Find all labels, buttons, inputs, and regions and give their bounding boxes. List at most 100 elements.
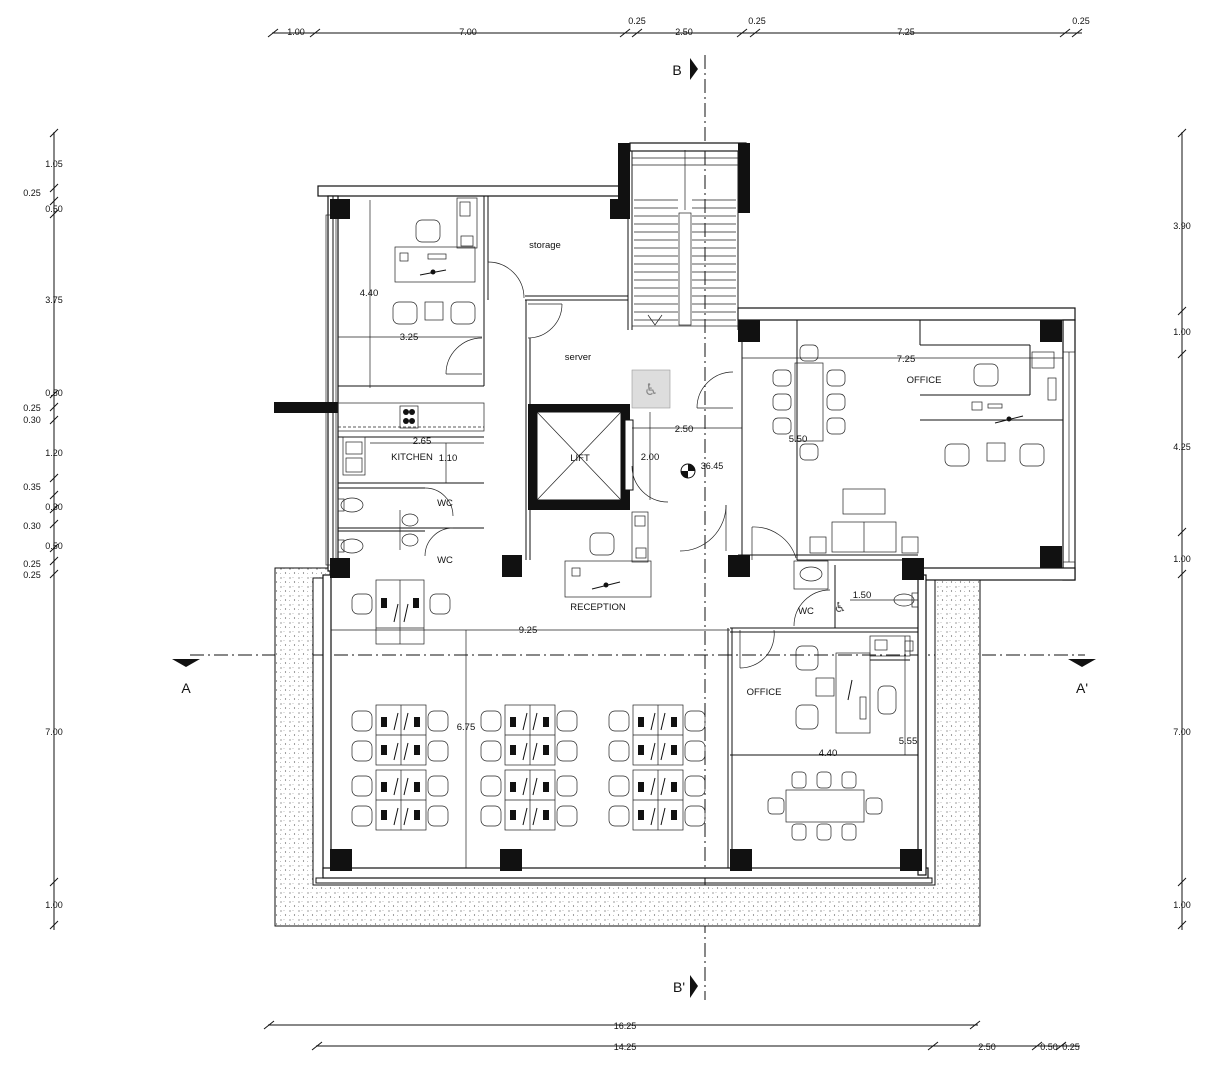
dim-top-6: 7.25 [897,27,915,37]
dim-555: 5.55 [899,736,918,747]
dim-left-16: 1.00 [45,900,63,910]
right-office-furniture [742,344,1063,554]
top-dimension-chain: 1.00 7.00 0.25 2.50 0.25 7.25 0.25 [267,16,1090,38]
office-chair [351,805,373,827]
dim-bottom-3: 0.50 [1040,1042,1058,1052]
reception-furniture [564,511,652,598]
workstation-cluster [608,704,706,766]
dim-left-15: 7.00 [45,727,63,737]
dim-left-12: 0.50 [45,541,63,551]
dim-left-11: 0.30 [23,521,41,531]
workstation-cluster [480,769,578,831]
room-label-wc-upper: WC [437,498,453,509]
workstation-cluster [351,704,449,766]
room-label-reception: RECEPTION [570,602,626,613]
office-chair [351,740,373,762]
dim-top-5: 0.25 [748,16,766,26]
workstation-cluster [351,769,449,831]
room-label-server: server [565,352,591,363]
office-chair [480,740,502,762]
kitchen-furniture [337,402,485,483]
dim-left-6: 0.25 [23,403,41,413]
left-wc-fixtures [337,487,425,554]
section-b-label: B [672,62,681,78]
dim-440-right: 4.40 [819,748,838,759]
lift-lobby-dimensions [632,412,742,500]
office-chair [608,710,630,732]
dim-left-2: 0.25 [23,188,41,198]
dim-left-8: 1.20 [45,448,63,458]
dim-110: 1.10 [439,453,458,464]
staircase [631,150,739,327]
dim-right-5: 7.00 [1173,727,1191,737]
lift: LIFT [528,404,634,510]
dim-675: 6.75 [457,722,476,733]
wheelchair-icon-wc: ♿ [834,600,847,616]
accessible-space: ♿ [631,369,671,409]
dim-325: 3.25 [400,332,419,343]
dim-top-2: 7.00 [459,27,477,37]
dim-right-1: 3.90 [1173,221,1191,231]
dim-left-14: 0.25 [23,570,41,580]
room-label-lift: LIFT [570,453,590,464]
dim-left-13: 0.25 [23,559,41,569]
office-chair [427,805,449,827]
office-chair [608,775,630,797]
accessible-wc-fixtures [793,560,919,608]
dim-top-1: 1.00 [287,27,305,37]
room-label-office-lower: OFFICE [747,687,782,698]
dim-left-1: 1.05 [45,159,63,169]
dim-top-4: 2.50 [675,27,693,37]
section-a-arrow [172,659,200,667]
office-chair [480,710,502,732]
section-b-prime-label: B' [673,979,685,995]
dim-925: 9.25 [519,625,538,636]
room-label-kitchen: KITCHEN [391,452,433,463]
dim-440-left: 4.40 [360,288,379,299]
room-label-wc-right: WC [798,606,814,617]
dim-bottom-overall: 16.25 [614,1021,637,1031]
office-chair [351,710,373,732]
section-a-label: A [181,680,191,696]
office-chair [480,805,502,827]
office-chair [608,740,630,762]
section-a-prime-arrow [1068,659,1096,667]
dim-bottom-4: 0.25 [1062,1042,1080,1052]
dim-left-4: 3.75 [45,295,63,305]
dim-top-3: 0.25 [628,16,646,26]
workspace-dimensions [331,629,730,868]
dim-right-2: 1.00 [1173,327,1191,337]
office-chair [429,593,451,615]
doors [424,261,831,669]
office-chair [351,593,373,615]
office-chair [556,805,578,827]
workstation-clusters [351,579,706,831]
workstation-cluster-top [351,579,451,645]
dim-725: 7.25 [897,354,916,365]
office-chair [608,805,630,827]
left-dimension-chain: 1.05 0.25 0.50 3.75 0.50 0.25 0.30 1.20 … [23,128,63,930]
dim-265: 2.65 [413,436,432,447]
workstation-cluster [608,769,706,831]
office-chair [427,740,449,762]
dim-left-9: 0.35 [23,482,41,492]
dim-top-7: 0.25 [1072,16,1090,26]
lower-office-furniture [767,635,914,841]
wheelchair-icon: ♿ [644,380,658,399]
upper-left-office-furniture [338,197,482,388]
dim-bottom-2: 2.50 [978,1042,996,1052]
building-walls [317,142,1076,879]
office-chair [556,775,578,797]
dim-left-7: 0.30 [23,415,41,425]
dim-right-4: 1.00 [1173,554,1191,564]
office-chair [684,710,706,732]
office-chair [684,740,706,762]
right-dimension-chain: 3.90 1.00 4.25 1.00 7.00 1.00 [1173,128,1191,930]
office-chair [684,775,706,797]
office-chair [480,775,502,797]
office-chair [427,775,449,797]
office-chair [684,805,706,827]
dim-150: 1.50 [853,590,872,601]
dim-left-10: 0.30 [45,502,63,512]
